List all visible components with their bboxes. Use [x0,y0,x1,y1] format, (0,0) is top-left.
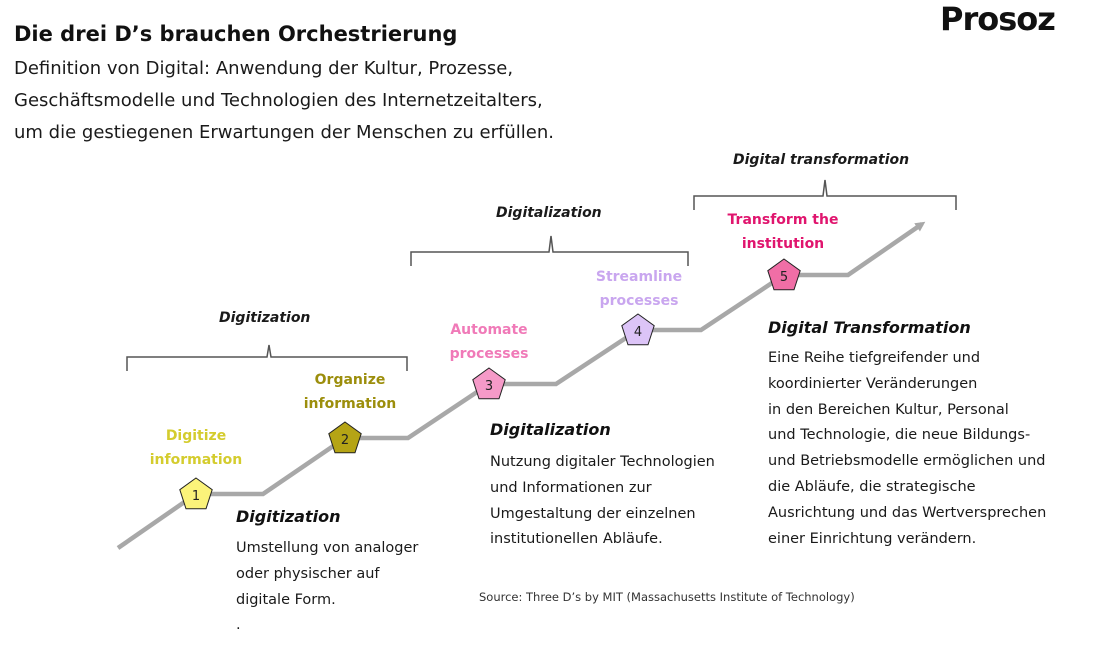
step-3-pentagon: 3 [472,367,506,400]
step-3-number: 3 [485,379,493,394]
section-heading-digitization: Digitization [236,507,341,526]
step-4-number: 4 [634,325,642,340]
brace-digitalization [410,235,689,266]
prosoz-logo: Prosoz [940,0,1056,38]
section-body-transformation: Eine Reihe tiefgreifender und koordinier… [768,350,1047,547]
step-2-number: 2 [341,433,349,448]
step-5-number: 5 [780,270,788,285]
section-body-digitization: Umstellung von analoger oder physischer … [236,540,419,634]
brace-label-transformation: Digital transformation [733,152,910,168]
intro-line-1: Definition von Digital: Anwendung der Ku… [14,58,514,79]
step-2-pentagon: 2 [328,421,362,454]
page-title: Die drei D’s brauchen Orchestrierung [14,22,458,46]
step-1-pentagon: 1 [179,477,213,510]
brace-digitization [126,344,408,371]
section-heading-transformation: Digital Transformation [768,318,971,337]
brace-label-digitalization: Digitalization [496,205,602,221]
section-heading-digitalization: Digitalization [490,420,611,439]
intro-line-3: um die gestiegenen Erwartungen der Mensc… [14,122,554,143]
step-4-pentagon: 4 [621,313,655,346]
brace-transformation [693,179,957,210]
section-body-digitalization: Nutzung digitaler Technologien und Infor… [490,454,715,548]
step-1-number: 1 [192,489,200,504]
source-note: Source: Three D’s by MIT (Massachusetts … [479,590,855,604]
intro-line-2: Geschäftsmodelle und Technologien des In… [14,90,543,111]
brace-label-digitization: Digitization [219,310,311,326]
step-5-pentagon: 5 [767,258,801,291]
